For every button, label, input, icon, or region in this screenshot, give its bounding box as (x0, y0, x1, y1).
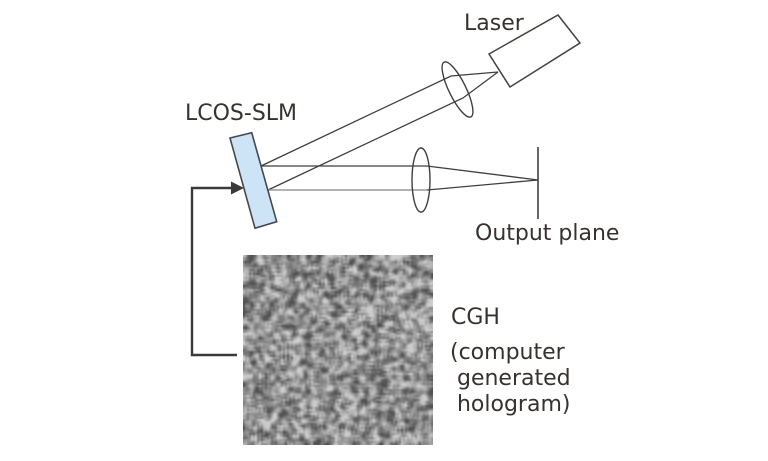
slm-label: LCOS-SLM (185, 101, 298, 126)
arrowhead-icon (231, 181, 244, 195)
cgh-image (243, 255, 433, 445)
slm-panel (229, 131, 278, 230)
beam-incident-upper (260, 71, 499, 167)
beam-output-lower-converging (426, 179, 539, 191)
cgh-expansion-label: (computer generated hologram) (450, 340, 571, 417)
laser-label: Laser (464, 11, 524, 36)
collimating-lens-icon (441, 61, 474, 118)
fourier-lens-icon (411, 147, 431, 213)
output-plane-label: Output plane (475, 221, 620, 246)
beam-lines (260, 71, 539, 191)
connector-line (190, 186, 237, 357)
laser-box (487, 14, 582, 89)
beam-output-upper (261, 165, 539, 181)
cgh-label: CGH (451, 305, 500, 330)
signal-connector (190, 181, 244, 357)
beam-incident-lower (267, 71, 499, 191)
